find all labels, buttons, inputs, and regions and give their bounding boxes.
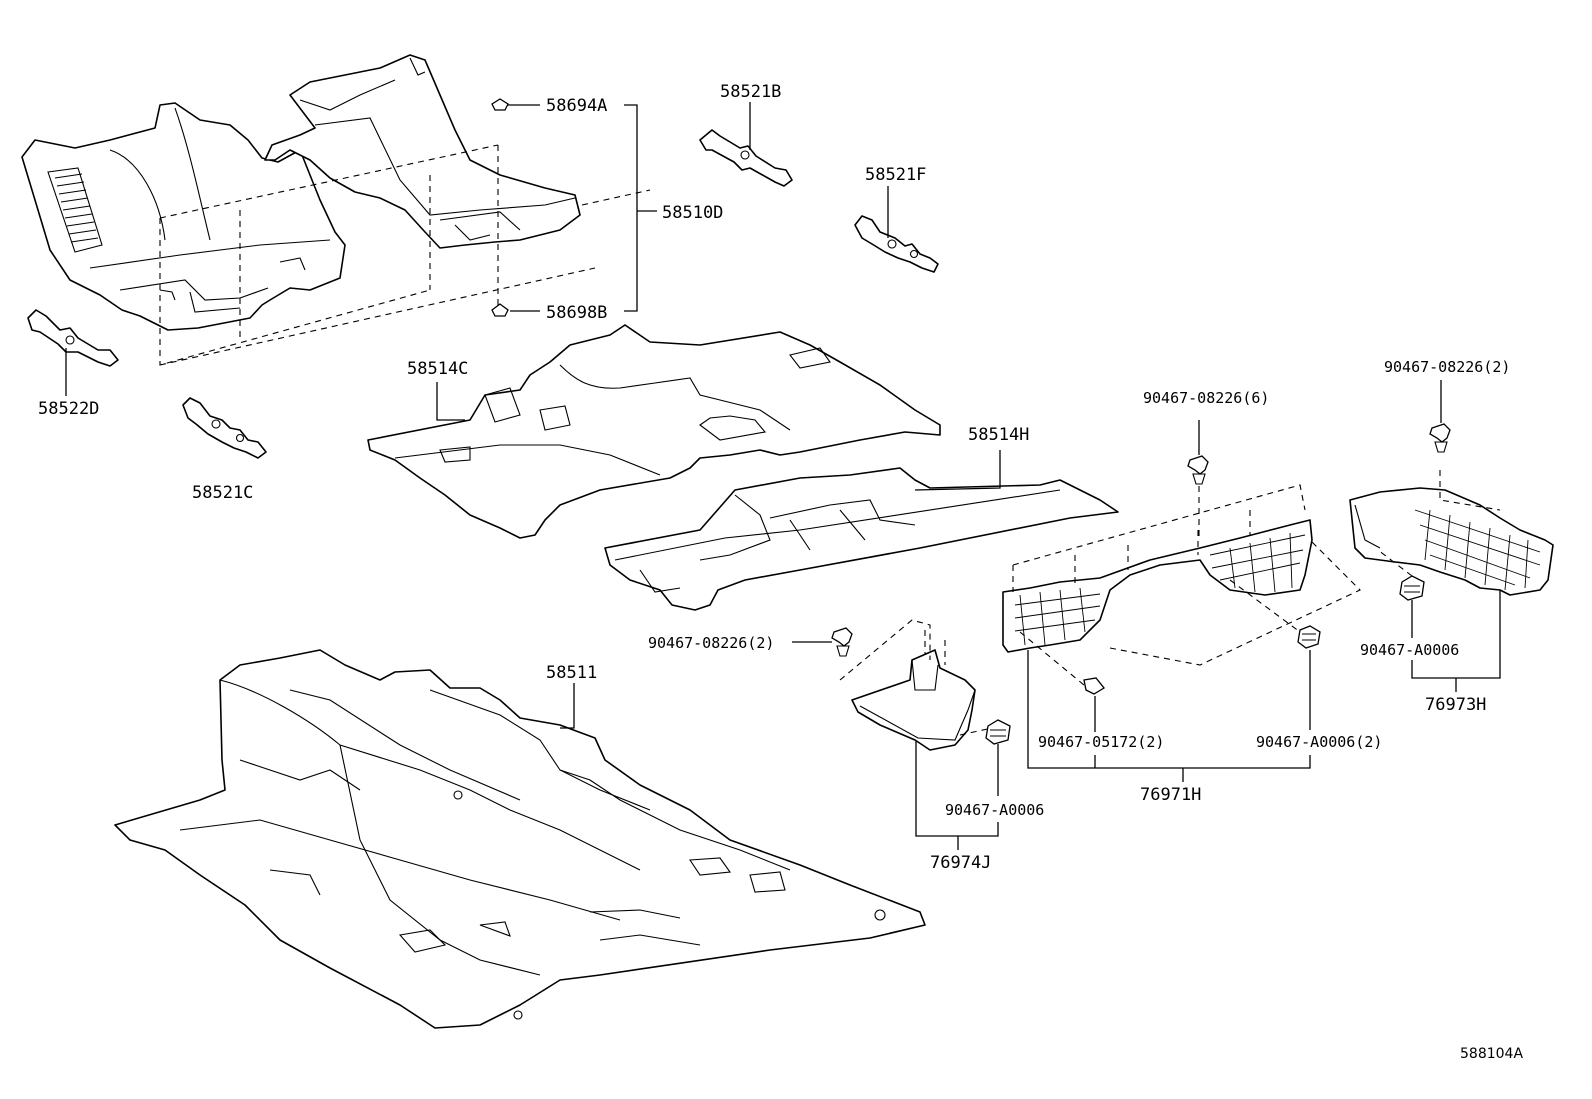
bracket-58521B[interactable] (699, 129, 793, 187)
label-76974J: 76974J (930, 853, 991, 873)
label-58522D: 58522D (38, 399, 99, 419)
label-90467-08226-2-right: 90467-08226(2) (1384, 358, 1510, 376)
clip-90467-A0006-right[interactable] (1399, 575, 1425, 601)
label-58510D: 58510D (662, 203, 723, 223)
label-90467-A0006-mid: 90467-A0006 (945, 801, 1044, 819)
label-76973H: 76973H (1425, 695, 1486, 715)
label-58521C: 58521C (192, 483, 253, 503)
bracket-58521F[interactable] (854, 215, 939, 273)
clip-90467-05172[interactable] (1083, 677, 1105, 695)
label-58514C: 58514C (407, 359, 468, 379)
tray-76973H[interactable] (1349, 487, 1554, 596)
label-90467-A0006-right: 90467-A0006 (1360, 641, 1459, 659)
label-58694A: 58694A (546, 96, 607, 116)
silencer-58514H[interactable] (604, 467, 1119, 611)
diagram-id: 588104A (1460, 1046, 1523, 1062)
label-90467-08226-2-left: 90467-08226(2) (648, 634, 774, 652)
label-58514H: 58514H (968, 425, 1029, 445)
panel-76974J[interactable] (851, 649, 976, 751)
label-90467-08226-6: 90467-08226(6) (1143, 389, 1269, 407)
label-76971H: 76971H (1140, 785, 1201, 805)
bracket-58521C[interactable] (182, 397, 267, 459)
label-58511: 58511 (546, 663, 597, 683)
bracket-58522D[interactable] (27, 309, 119, 367)
floor-mat-58510D-right[interactable] (264, 54, 581, 249)
label-58698B: 58698B (546, 303, 607, 323)
label-90467-05172-2: 90467-05172(2) (1038, 733, 1164, 751)
label-90467-A0006-2: 90467-A0006(2) (1256, 733, 1382, 751)
label-58521B: 58521B (720, 82, 781, 102)
tray-76971H[interactable] (1002, 519, 1313, 653)
clip-90467-08226-right[interactable] (1429, 423, 1451, 453)
clip-58694A[interactable] (491, 98, 509, 111)
clip-90467-A0006-mid[interactable] (985, 719, 1011, 745)
clip-58698B[interactable] (491, 303, 509, 317)
clip-90467-08226-center[interactable] (1187, 455, 1209, 485)
label-58521F: 58521F (865, 165, 926, 185)
clip-90467-A0006-tray[interactable] (1297, 625, 1321, 649)
clip-90467-08226-left[interactable] (831, 627, 853, 657)
silencer-58514C[interactable] (367, 324, 941, 539)
carpet-58511[interactable] (114, 649, 926, 1029)
